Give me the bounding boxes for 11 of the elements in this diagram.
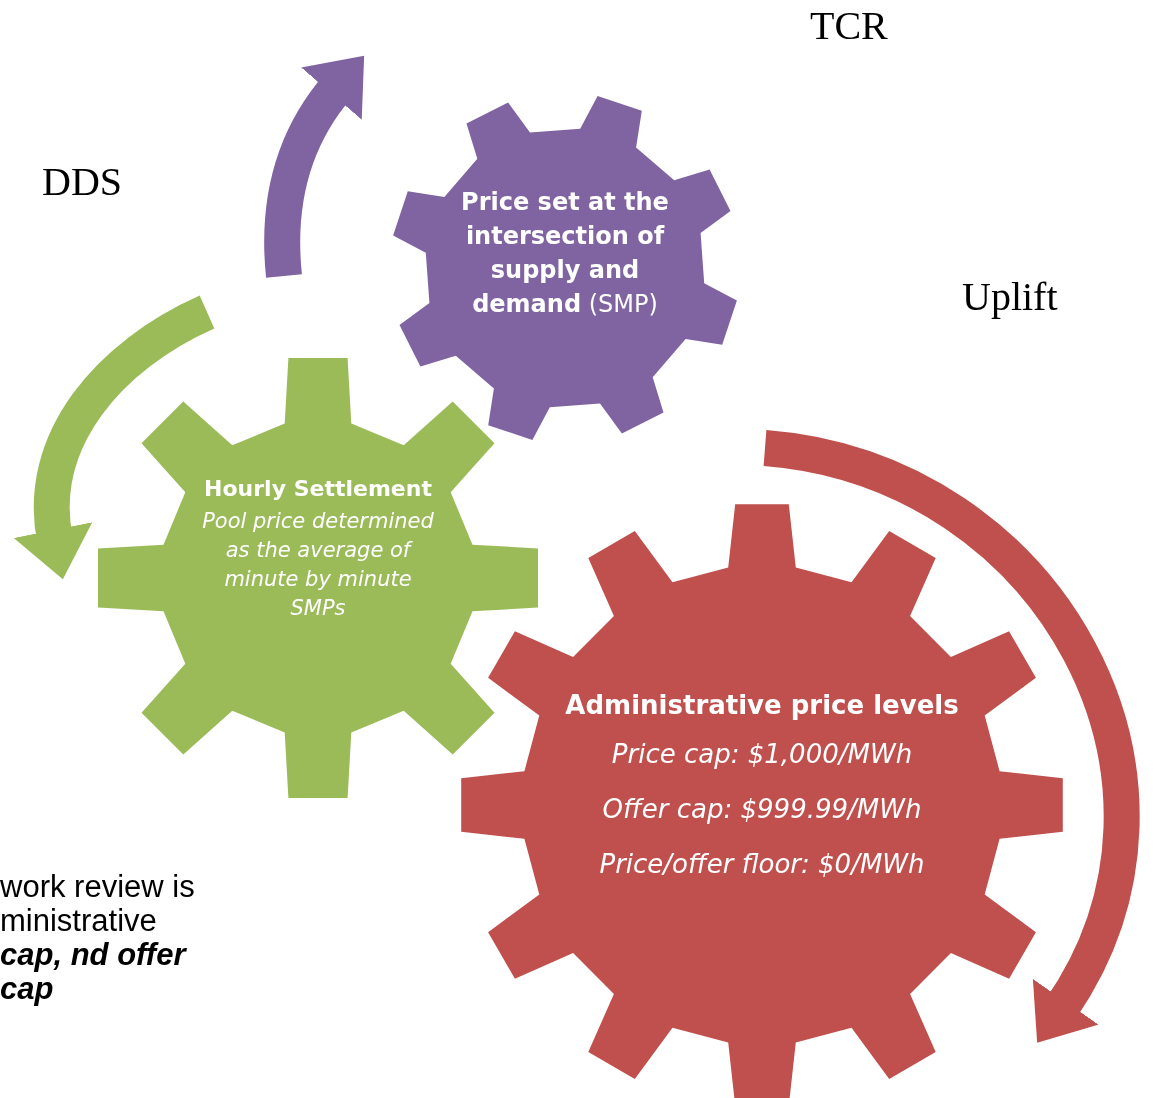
gear-title: Hourly Settlement: [203, 475, 433, 503]
label-text: TCR: [810, 2, 888, 49]
gear-title: Administrative price levels: [564, 689, 960, 722]
gear-text: Offer cap: $999.99/MWh: [601, 793, 923, 826]
gear-text: Price/offer floor: $0/MWh: [598, 848, 926, 881]
gear-text: Price cap: $1,000/MWh: [610, 738, 914, 771]
gear-text: Price set at the intersection of supply and demand (SMP): [460, 187, 670, 320]
gear-text: Pool price determined as the average of minute by minute SMPs: [201, 508, 435, 622]
note-text: work review is ministrative cap, nd offer cap: [0, 870, 196, 1006]
label-text: Uplift: [962, 273, 1058, 320]
label-text: DDS: [42, 158, 123, 205]
